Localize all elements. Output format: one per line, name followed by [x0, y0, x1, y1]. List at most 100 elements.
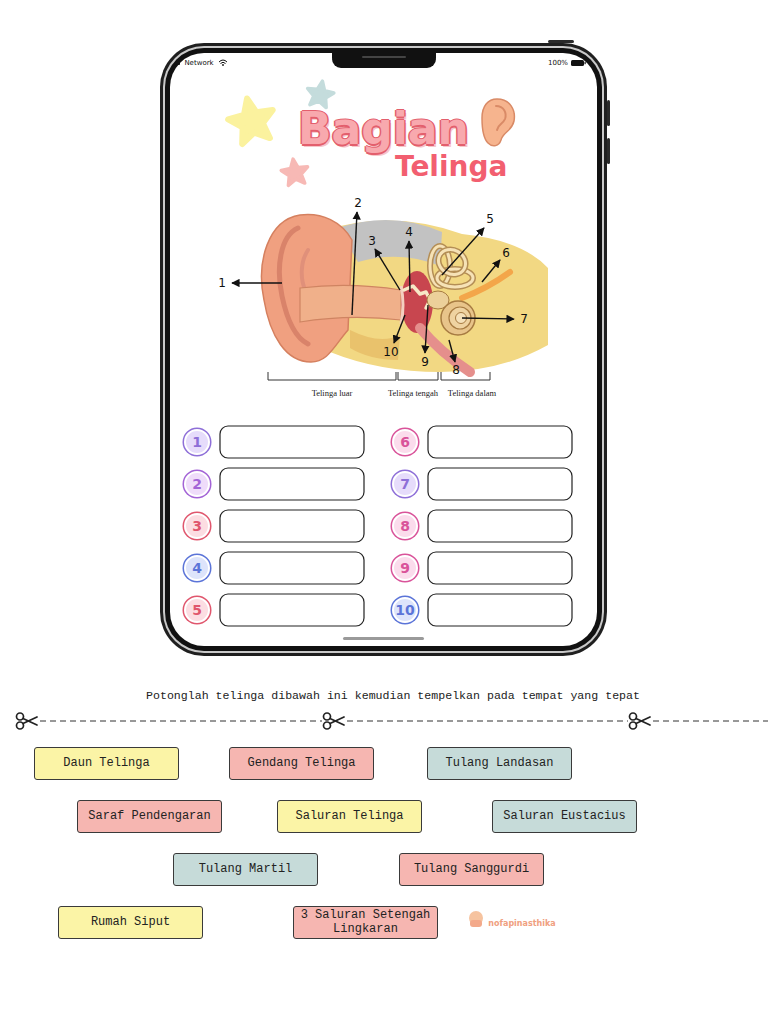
tablet-frame: [165, 48, 602, 651]
callout-number: 10: [383, 346, 398, 358]
part-name: Tulang Landasan: [445, 757, 553, 770]
part-name: Daun Telinga: [63, 757, 149, 770]
tablet-frame: [332, 50, 436, 68]
answer-box: [428, 426, 572, 458]
leader-arrow: [442, 228, 484, 275]
callout-number: 2: [354, 197, 362, 209]
section-bracket: [398, 372, 438, 380]
callout-number: 8: [452, 364, 460, 376]
number-text: 8: [400, 518, 410, 534]
tablet-frame: [548, 40, 574, 43]
leader-arrow: [449, 340, 455, 362]
scissors-symbol: [17, 713, 38, 729]
tablet-frame: [607, 138, 610, 164]
tablet-frame: [343, 637, 424, 640]
ear-illustration: [401, 286, 403, 324]
callout-number: 6: [502, 247, 510, 259]
tablet-frame: [160, 40, 610, 656]
answer-number: 4: [184, 555, 210, 581]
number-text: 6: [400, 434, 410, 450]
cut-line: [653, 721, 768, 722]
number-text: 7: [400, 476, 410, 492]
ear-illustration: [300, 285, 401, 322]
callout-number: 1: [218, 277, 226, 289]
ear-illustration: [350, 330, 400, 360]
section-bracket: [268, 372, 396, 380]
cutout-label: Saraf Pendengaran: [77, 800, 222, 833]
answer-number: 1: [184, 429, 210, 455]
cutout-label: Tulang Martil: [173, 853, 318, 886]
answer-box: [220, 426, 364, 458]
leader-arrow: [375, 249, 400, 290]
part-name: Rumah Siput: [91, 916, 170, 929]
callout-number: 7: [520, 313, 528, 325]
tablet-frame: [362, 56, 406, 58]
part-name: Saraf Pendengaran: [88, 810, 210, 823]
cut-line: [40, 721, 768, 722]
tablet-frame: [607, 100, 610, 126]
answer-number: 3: [184, 513, 210, 539]
star-decoration: [305, 79, 336, 109]
part-name: Tulang Martil: [199, 863, 293, 876]
leader-arrow: [425, 305, 428, 353]
status-icons: [585, 62, 586, 64]
watermark-icon: [469, 911, 483, 927]
leader-arrow: [232, 282, 282, 283]
leader-arrow: [482, 260, 500, 282]
status-text: Network: [184, 60, 213, 67]
answer-box: [220, 426, 572, 626]
callout-number: 4: [405, 226, 413, 238]
scissors-symbol: [324, 713, 345, 729]
cutout-label: Tulang Sanggurdi: [399, 853, 544, 886]
cutout-label: Tulang Landasan: [427, 747, 572, 780]
ear-icon: [482, 99, 514, 146]
answer-number: 7: [392, 471, 418, 497]
status-icons: [176, 60, 180, 65]
part-name: 3 Saluran Setengah Lingkaran: [298, 909, 433, 935]
part-name: Gendang Telinga: [247, 757, 355, 770]
callout-number: 3: [368, 235, 376, 247]
number-text: 3: [192, 518, 202, 534]
answer-number: 2: [184, 471, 210, 497]
cut-line: [347, 721, 628, 722]
leader-arrow: [352, 212, 357, 315]
number-text: 1: [192, 434, 202, 450]
ear-illustration: [430, 245, 473, 287]
ear-illustration: [262, 214, 548, 372]
cutout-label: 3 Saluran Setengah Lingkaran: [293, 906, 438, 939]
number-text: 2: [192, 476, 202, 492]
tablet-frame: [170, 53, 597, 646]
cut-line: [40, 721, 322, 722]
star-decoration: [280, 157, 310, 186]
answer-box: [428, 594, 572, 626]
answer-box: [220, 468, 364, 500]
answer-box: [428, 510, 572, 542]
section-label: Telinga dalam: [448, 389, 496, 398]
watermark: nofapinasthika: [488, 920, 555, 928]
section-bracket: [441, 372, 490, 380]
answer-number: 8: [392, 513, 418, 539]
ear-illustration: [279, 228, 308, 344]
part-name: Saluran Eustacius: [503, 810, 625, 823]
answer-number: 6: [392, 429, 418, 455]
ear-illustration: [338, 220, 442, 266]
cutout-label: Daun Telinga: [34, 747, 179, 780]
section-label: Telinga luar: [312, 389, 353, 398]
answer-box: [220, 510, 364, 542]
part-name: Saluran Telinga: [295, 810, 403, 823]
scissors-symbol: [636, 717, 650, 724]
callout-number: 5: [486, 213, 494, 225]
part-name: Tulang Sanggurdi: [414, 863, 529, 876]
scissors-symbol: [330, 717, 344, 724]
scissors-symbol: [17, 713, 651, 729]
number-text: 4: [192, 560, 202, 576]
tablet-frame: [163, 46, 604, 653]
answer-box: [428, 552, 572, 584]
answer-box: [428, 468, 572, 500]
tablet-frame: [160, 43, 607, 656]
leader-arrow: [232, 212, 514, 362]
cutout-label: Rumah Siput: [58, 906, 203, 939]
ear-illustration: [404, 286, 430, 308]
ear-icon: [482, 99, 514, 146]
leader-arrow: [394, 315, 405, 343]
